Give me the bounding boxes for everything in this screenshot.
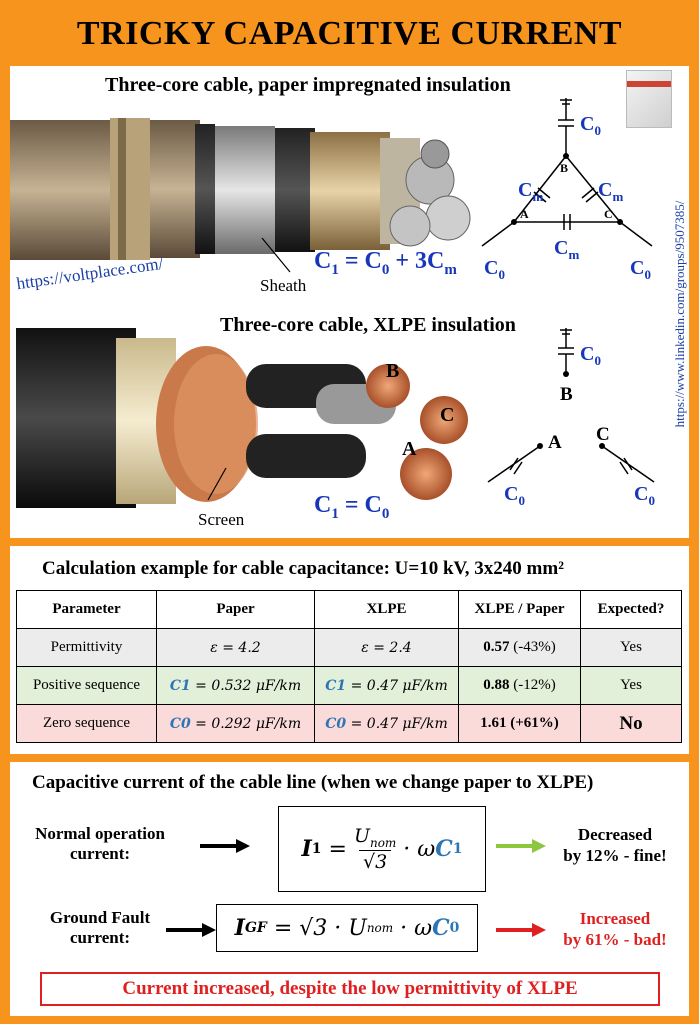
column-header: Paper: [156, 590, 315, 629]
capacitance-symbol: C0: [325, 715, 347, 732]
gf-arrow-icon: [166, 923, 216, 937]
red-arrow-icon: [496, 923, 546, 937]
sheath-label: Sheath: [260, 276, 307, 295]
paper-value-cell: C1 = 0.532 μF/km: [156, 666, 315, 705]
result-line: Increased: [579, 909, 651, 928]
svg-text:A: A: [548, 432, 562, 453]
svg-text:C0: C0: [580, 113, 601, 138]
result-line: by 12% - fine!: [563, 846, 667, 865]
capacitance-table: Parameter Paper XLPE XLPE / Paper Expect…: [16, 590, 682, 743]
xlpe-value: ε = 2.4: [314, 628, 459, 667]
core-label-c: C: [440, 404, 455, 426]
table-row: Positive sequence C1 = 0.532 μF/km C1 = …: [16, 666, 682, 705]
linkedin-url-container: https://www.linkedin.com/groups/9507385/: [670, 166, 690, 466]
column-header: XLPE / Paper: [458, 590, 581, 629]
paper-cable-heading: Three-core cable, paper impregnated insu…: [105, 74, 511, 96]
paper-value: = 0.532 μF/km: [195, 677, 302, 694]
gf-result: Increased by 61% - bad!: [550, 908, 680, 950]
gf-label-line: current:: [69, 928, 131, 947]
normal-label-line: Normal operation: [35, 824, 165, 843]
result-line: by 61% - bad!: [563, 930, 667, 949]
capacitance-symbol: C1: [325, 677, 347, 694]
sheath-pointer: [261, 237, 291, 273]
paper-value: ε = 4.2: [156, 628, 315, 667]
ratio-value: 1.61: [480, 715, 507, 731]
svg-text:B: B: [560, 161, 568, 175]
param-cell: Zero sequence: [16, 704, 157, 743]
ratio-value: 0.57: [483, 639, 510, 655]
paper-value-cell: C0 = 0.292 μF/km: [156, 704, 315, 743]
param-cell: Permittivity: [16, 628, 157, 667]
svg-text:C0: C0: [630, 257, 651, 282]
screen-pointer: [207, 467, 227, 501]
svg-text:C0: C0: [634, 483, 655, 508]
gf-label-line: Ground Fault: [49, 908, 151, 927]
xlpe-value-cell: C1 = 0.47 μF/km: [314, 666, 459, 705]
green-arrow-icon: [496, 839, 546, 853]
core-label-a: A: [402, 438, 417, 460]
normal-current-label: Normal operation current:: [20, 824, 180, 864]
calculation-heading: Calculation example for cable capacitanc…: [42, 558, 564, 579]
expected-cell: No: [580, 704, 682, 743]
xlpe-value-cell: C0 = 0.47 μF/km: [314, 704, 459, 743]
param-cell: Positive sequence: [16, 666, 157, 705]
ratio-pct: (-43%): [513, 639, 556, 655]
ratio-cell: 0.88 (-12%): [458, 666, 581, 705]
calculation-panel: Calculation example for cable capacitanc…: [10, 546, 689, 754]
paper-cable-image: [10, 98, 480, 288]
core-label-b: B: [386, 360, 400, 382]
svg-text:C0: C0: [580, 343, 601, 368]
xlpe-cable-image: [16, 324, 486, 514]
ratio-value: 0.88: [483, 677, 510, 693]
ratio-pct: (+61%): [510, 715, 559, 731]
xlpe-cable-heading: Three-core cable, XLPE insulation: [220, 314, 516, 336]
conclusion-banner: Current increased, despite the low permi…: [40, 972, 660, 1006]
svg-text:C: C: [604, 207, 613, 221]
svg-text:C0: C0: [504, 483, 525, 508]
normal-label-line: current:: [69, 844, 131, 863]
table-header-row: Parameter Paper XLPE XLPE / Paper Expect…: [16, 590, 682, 629]
svg-text:C0: C0: [484, 257, 505, 282]
column-header: Parameter: [16, 590, 157, 629]
svg-text:Cm: Cm: [518, 179, 543, 204]
table-row: Permittivity ε = 4.2 ε = 2.4 0.57 (-43%)…: [16, 628, 682, 667]
current-heading: Capacitive current of the cable line (wh…: [32, 772, 594, 793]
current-panel: Capacitive current of the cable line (wh…: [10, 762, 689, 1016]
column-header: XLPE: [314, 590, 459, 629]
capacitance-symbol: C1: [169, 677, 191, 694]
ratio-pct: (-12%): [513, 677, 556, 693]
svg-text:C: C: [596, 424, 610, 445]
xlpe-capacitance-formula: C1 = C0: [314, 492, 390, 522]
xlpe-value: = 0.47 μF/km: [350, 677, 448, 694]
capacitance-symbol: C0: [169, 715, 191, 732]
expected-cell: Yes: [580, 628, 682, 667]
expected-cell: Yes: [580, 666, 682, 705]
gf-current-label: Ground Fault current:: [20, 908, 180, 948]
xlpe-value: = 0.47 μF/km: [350, 715, 448, 732]
linkedin-url[interactable]: https://www.linkedin.com/groups/9507385/: [672, 200, 687, 428]
result-line: Decreased: [577, 825, 653, 844]
column-header: Expected?: [580, 590, 682, 629]
svg-text:Cm: Cm: [554, 237, 579, 262]
svg-text:A: A: [520, 207, 529, 221]
ratio-cell: 0.57 (-43%): [458, 628, 581, 667]
book-cover-image: [626, 70, 672, 128]
xlpe-capacitance-diagram: B A C C0 C0 C0: [487, 328, 655, 508]
table-row: Zero sequence C0 = 0.292 μF/km C0 = 0.47…: [16, 704, 682, 743]
normal-arrow-icon: [200, 839, 250, 853]
normal-result: Decreased by 12% - fine!: [550, 824, 680, 866]
screen-label: Screen: [198, 510, 245, 529]
page-title: TRICKY CAPACITIVE CURRENT: [10, 8, 689, 60]
svg-text:B: B: [560, 384, 573, 405]
ratio-cell: 1.61 (+61%): [458, 704, 581, 743]
paper-capacitance-diagram: B A C C0 Cm Cm Cm C0 C0: [481, 98, 653, 282]
paper-value: = 0.292 μF/km: [195, 715, 302, 732]
cable-panel: Three-core cable, paper impregnated insu…: [10, 66, 689, 538]
svg-text:Cm: Cm: [598, 179, 623, 204]
paper-capacitance-formula: C1 = C0 + 3Cm: [314, 248, 457, 278]
